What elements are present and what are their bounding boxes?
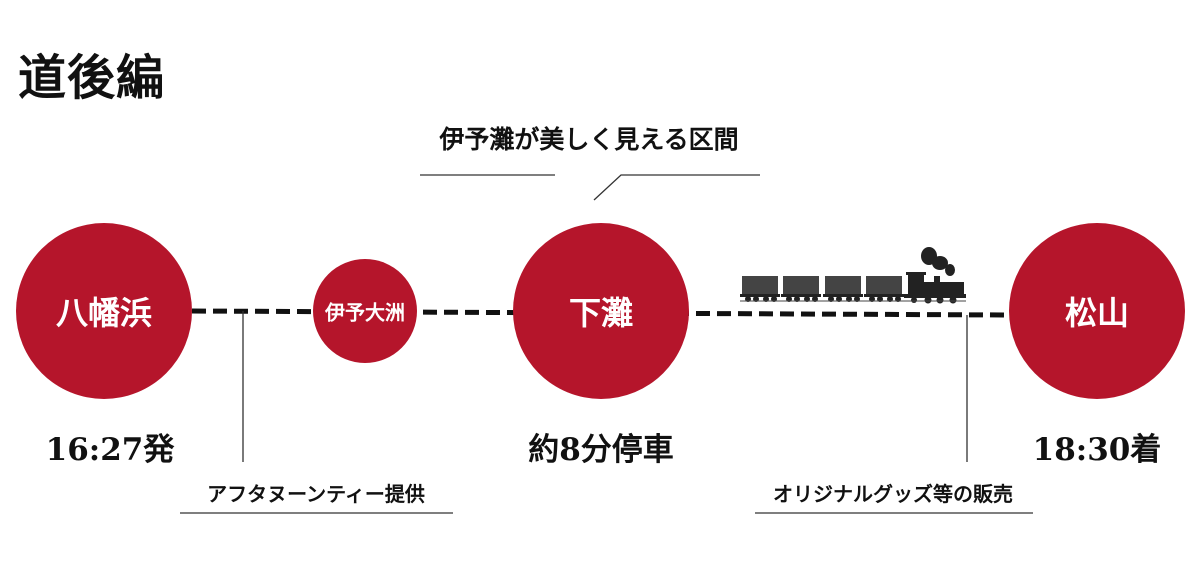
scenic-section-note: 伊予灘が美しく見える区間 — [439, 125, 739, 154]
afternoon-tea-note: アフタヌーンティー提供 — [207, 482, 425, 506]
stop-duration: 約8分停車 — [528, 432, 674, 468]
arrival-time: 18:30着 — [1032, 432, 1162, 468]
station-circle-yawatahama — [16, 223, 192, 399]
callout-lines — [180, 174, 1033, 514]
page-title: 道後編 — [18, 50, 166, 106]
steam-train-icon — [740, 247, 966, 304]
station-label-iyoozu: 伊予大洲 — [325, 300, 405, 325]
goods-sale-note: オリジナルグッズ等の販売 — [773, 482, 1013, 506]
station-circle-matsuyama — [1009, 223, 1185, 399]
station-circle-iyoozu — [313, 259, 417, 363]
station-label-matsuyama: 松山 — [1064, 294, 1130, 332]
station-circle-shimonada — [513, 223, 689, 399]
departure-time: 16:27発 — [45, 432, 175, 468]
station-label-yawatahama: 八幡浜 — [55, 294, 153, 332]
station-label-shimonada: 下灘 — [568, 294, 634, 332]
